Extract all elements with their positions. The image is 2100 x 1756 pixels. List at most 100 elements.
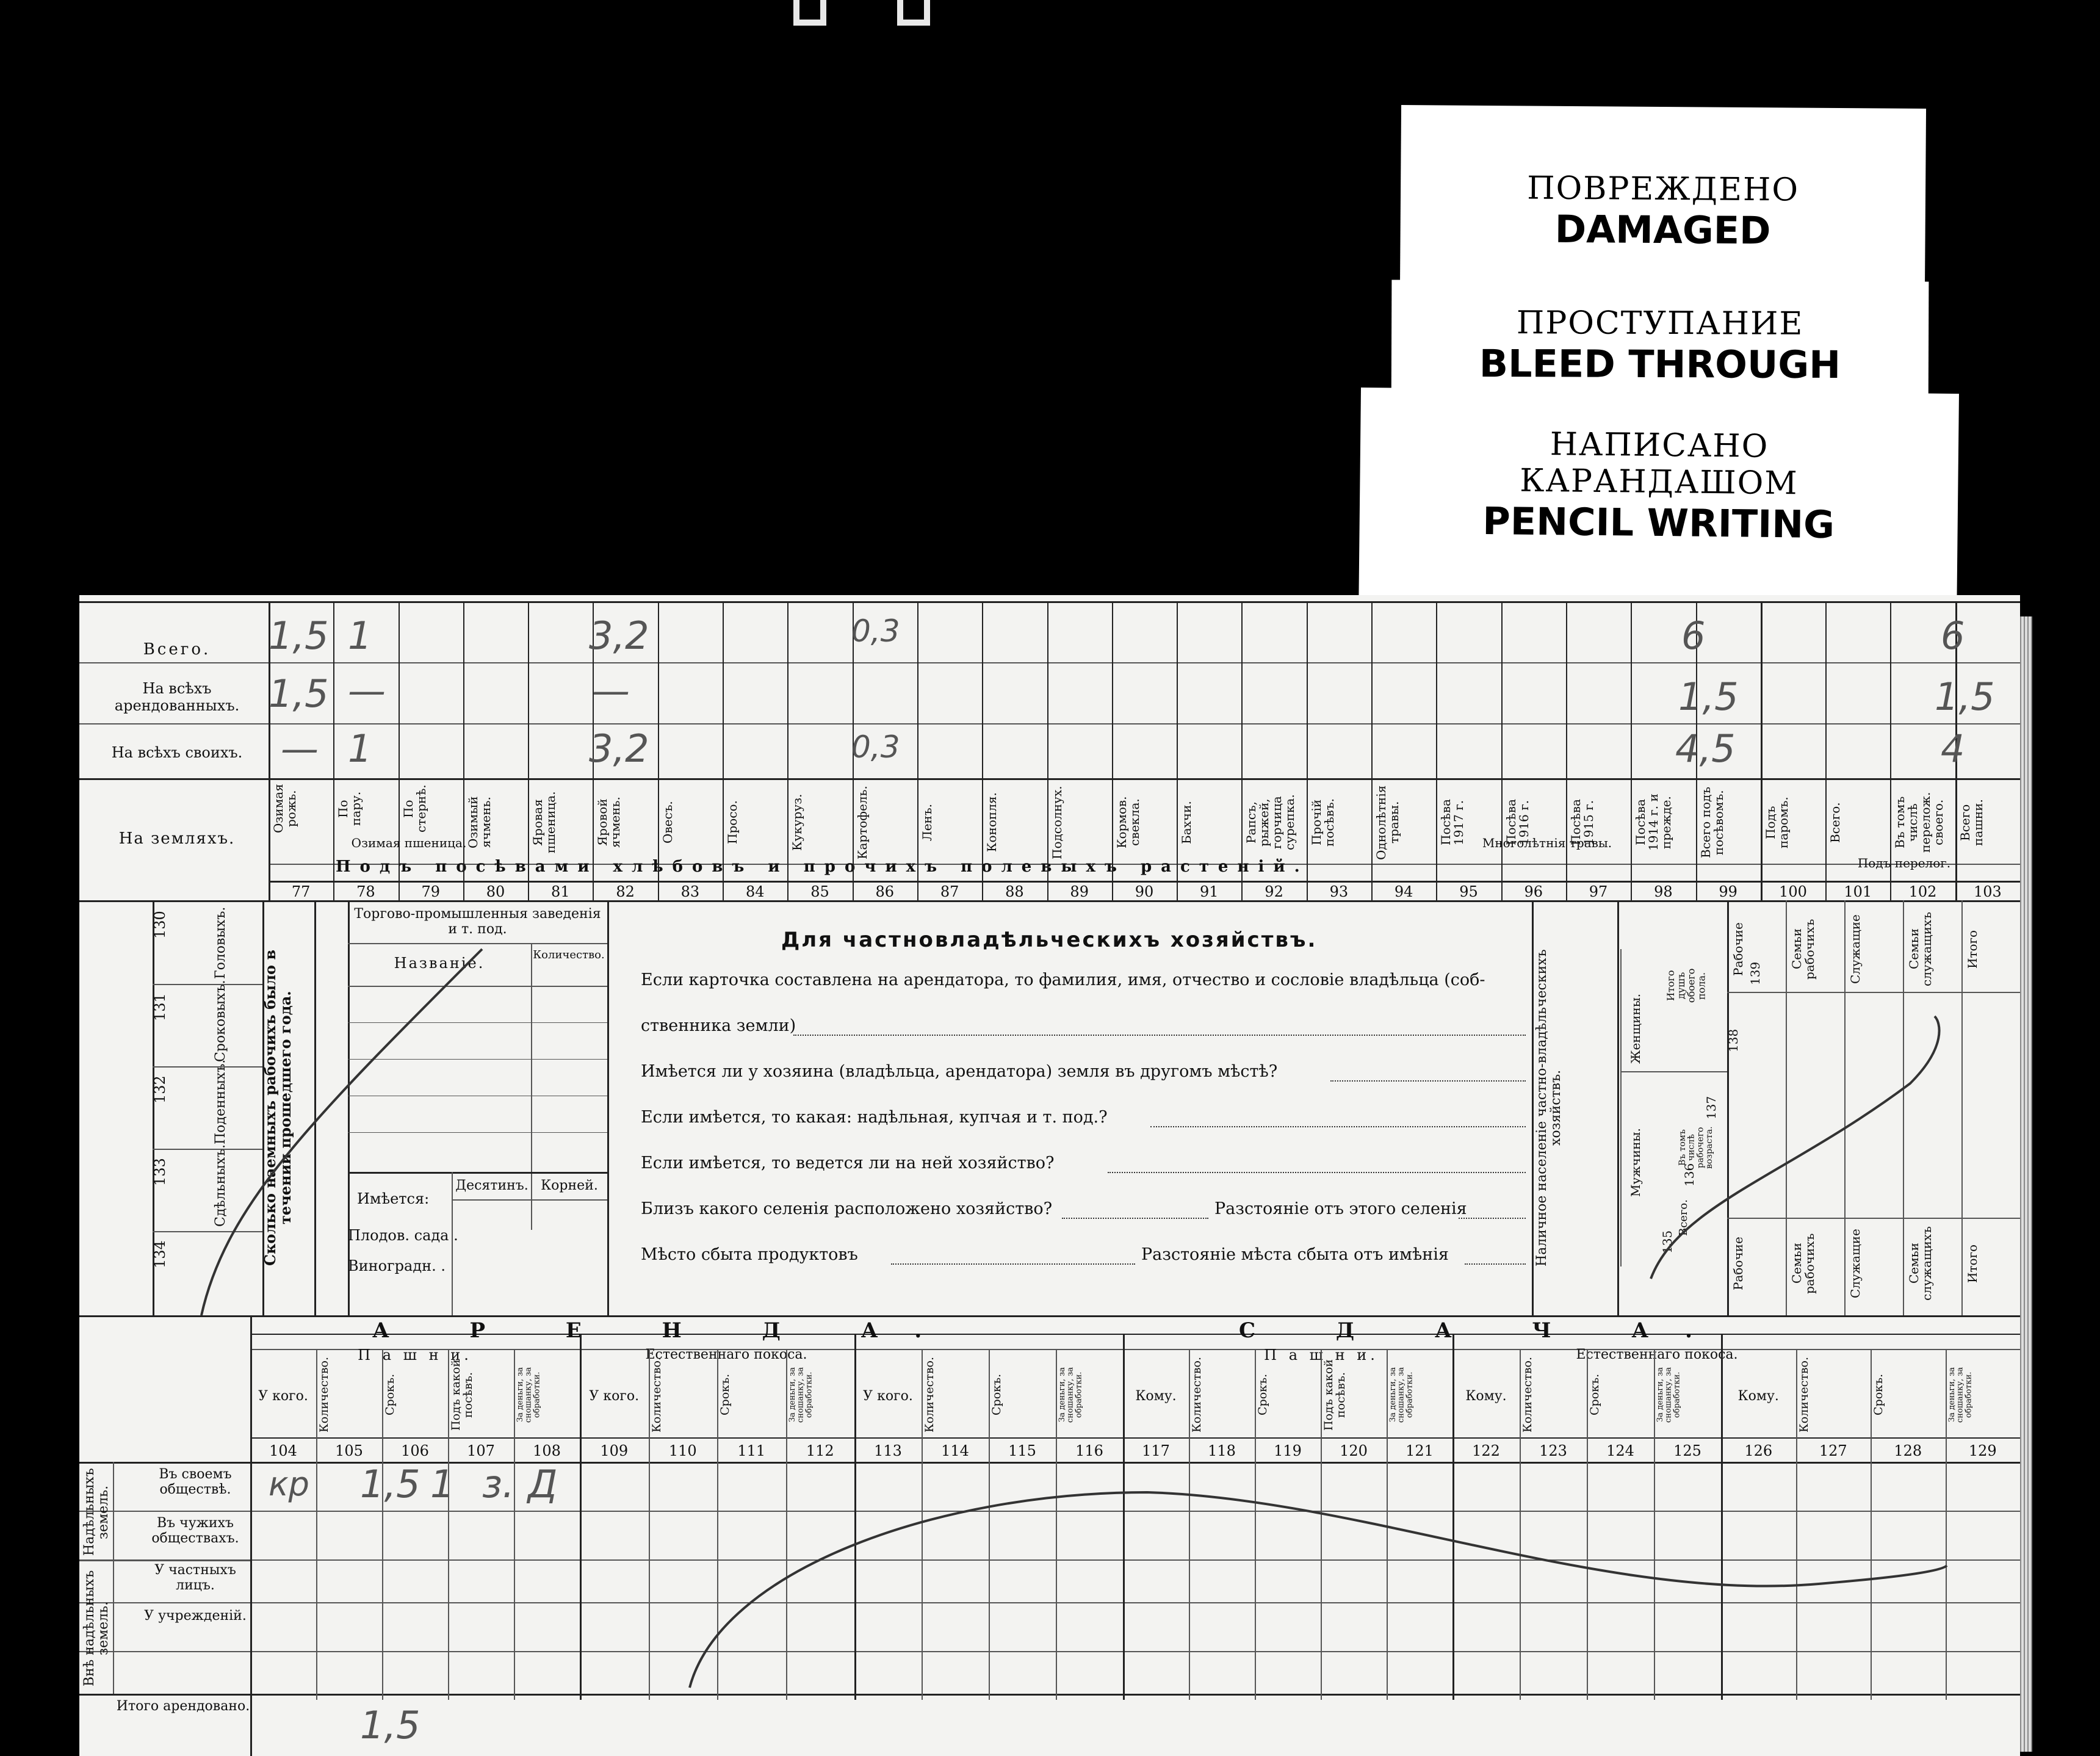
lease-col-number: 111	[737, 1442, 766, 1459]
crop-col-number: 89	[1070, 883, 1089, 900]
lease-group-divider	[1452, 1334, 1454, 1700]
hired-row-divider	[153, 1231, 262, 1232]
question-1b: ственника земли)	[641, 1016, 796, 1035]
lease-col-number: 122	[1472, 1442, 1500, 1459]
lease-col-header: У кого.	[258, 1389, 308, 1404]
lease-col-divider	[1056, 1349, 1057, 1700]
lease-col-header: У кого.	[863, 1389, 913, 1404]
row-label-lands: На земляхъ.	[118, 829, 236, 848]
hw-own-rye: —	[281, 726, 319, 771]
crop-col-number: 80	[486, 883, 505, 900]
subhead-perennial-grass: Многолѣтнія травы.	[1482, 836, 1612, 850]
hw-total-rye: 1,5	[269, 613, 329, 658]
crop-col-number: 82	[616, 883, 635, 900]
crop-col-number: 83	[680, 883, 700, 900]
private-farms-title: Для частновладѣльческихъ хозяйствъ.	[781, 928, 1318, 952]
hw-leased-rye: 1,5	[269, 671, 329, 716]
lease-col-divider	[1945, 1349, 1947, 1700]
crop-col-number: 96	[1524, 883, 1543, 900]
has-label: Имѣется:	[357, 1190, 430, 1207]
row-own-community: Въ своемъ обществѣ.	[159, 1467, 232, 1498]
census-form-sheet: Всего. На всѣхъ арендованныхъ. На всѣхъ …	[79, 595, 2020, 1756]
lease-group-divider	[1123, 1334, 1125, 1700]
hw-leased-sown: 1,5	[1678, 674, 1739, 719]
crop-col-divider	[1760, 601, 1763, 900]
lease-col-header: У кого.	[589, 1389, 640, 1404]
crop-col-divider	[1695, 601, 1697, 900]
pop-row-divider	[1620, 1071, 1727, 1072]
lease-col-number: 109	[600, 1442, 629, 1459]
orchard-label: Плодов. сада .	[348, 1227, 458, 1244]
lease-col-divider	[1795, 1349, 1797, 1700]
lease-col-divider	[1654, 1349, 1655, 1700]
lease-col-number: 116	[1075, 1442, 1103, 1459]
lease-col-number: 110	[668, 1442, 697, 1459]
hw-lease-pay: Д	[528, 1462, 558, 1506]
crop-col-number: 99	[1719, 883, 1737, 900]
trade-qty-header: Количество.	[533, 948, 605, 961]
vineyard-label: Виноградн. .	[348, 1257, 446, 1274]
crop-col-number: 103	[1973, 883, 2002, 900]
lease-col-number: 113	[874, 1442, 902, 1459]
lease-col-divider	[316, 1349, 317, 1700]
question-6a: Мѣсто сбыта продуктовъ	[641, 1245, 858, 1264]
lease-col-divider	[922, 1349, 923, 1700]
crop-col-number: 98	[1654, 883, 1673, 900]
crop-col-number: 95	[1459, 883, 1478, 900]
crop-col-number: 90	[1135, 883, 1154, 900]
crop-col-number: 93	[1329, 883, 1349, 900]
lease-col-number: 128	[1894, 1442, 1922, 1459]
crop-col-divider	[1955, 601, 1957, 900]
crop-col-number: 84	[745, 883, 765, 900]
lease-col-divider	[1871, 1349, 1872, 1700]
crop-col-divider	[1371, 601, 1373, 900]
crops-banner: Подъ посѣвами хлѣбовъ и прочихъ полевыхъ…	[336, 858, 1309, 876]
lease-col-divider	[1189, 1349, 1190, 1700]
pencil-strokes	[200, 948, 1948, 1688]
right-col-divider	[1844, 900, 1846, 1315]
lease-col-number: 118	[1208, 1442, 1236, 1459]
lease-col-divider	[382, 1349, 383, 1700]
crop-col-divider	[1177, 601, 1178, 900]
hw-total-potato: 0,3	[851, 613, 900, 649]
crop-col-divider	[1501, 601, 1503, 900]
row-total-leased: Итого арендовано.	[116, 1699, 250, 1714]
row-private-persons: У частныхъ лицъ.	[154, 1563, 236, 1594]
right-col-divider	[1903, 900, 1904, 1315]
lease-col-number: 107	[467, 1442, 495, 1459]
crop-col-number: 79	[421, 883, 440, 900]
hw-leased-wheat: —	[348, 668, 386, 713]
lease-col-number: 126	[1744, 1442, 1773, 1459]
crop-col-number: 78	[356, 883, 375, 900]
question-5a: Близъ какого селенія расположено хозяйст…	[641, 1199, 1053, 1218]
hw-total-wheat: 1	[348, 613, 372, 658]
crop-col-divider	[917, 601, 918, 900]
crop-col-divider	[463, 601, 464, 900]
top-edge-marks	[787, 0, 946, 31]
crop-col-divider	[1825, 601, 1827, 900]
hw-leased-barley: —	[592, 668, 630, 713]
crop-col-divider	[1306, 601, 1308, 900]
desyatin-header: Десятинъ.	[455, 1178, 529, 1193]
crop-col-divider	[1631, 601, 1633, 900]
crop-col-number: 85	[810, 883, 829, 900]
crop-col-number: 97	[1589, 883, 1608, 900]
lease-col-number: 125	[1673, 1442, 1701, 1459]
bleed-through-ru: ПРОСТУПАНИЕ	[1516, 305, 1804, 342]
lease-col-header: Кому.	[1737, 1389, 1779, 1404]
subhead-fallow: Подъ перелог.	[1857, 856, 1951, 870]
lease-col-divider	[785, 1349, 787, 1700]
lease-col-header: Кому.	[1465, 1389, 1507, 1404]
arenda-plough-header: П а ш н и.	[358, 1346, 472, 1364]
hw-total-leased-qty: 1,5	[360, 1703, 420, 1747]
crop-col-number: 77	[291, 883, 311, 900]
hired-row-divider	[153, 984, 262, 985]
lease-group-divider	[580, 1334, 582, 1700]
crop-col-divider	[398, 601, 400, 900]
hired-row-divider	[153, 1066, 262, 1068]
crop-col-divider	[657, 601, 659, 900]
trade-title: Торгово-промышленныя заведенія и т. под.	[354, 906, 601, 938]
crop-col-divider	[1047, 601, 1048, 900]
lease-col-divider	[1255, 1349, 1256, 1700]
row-institutions: У учрежденій.	[144, 1608, 247, 1624]
